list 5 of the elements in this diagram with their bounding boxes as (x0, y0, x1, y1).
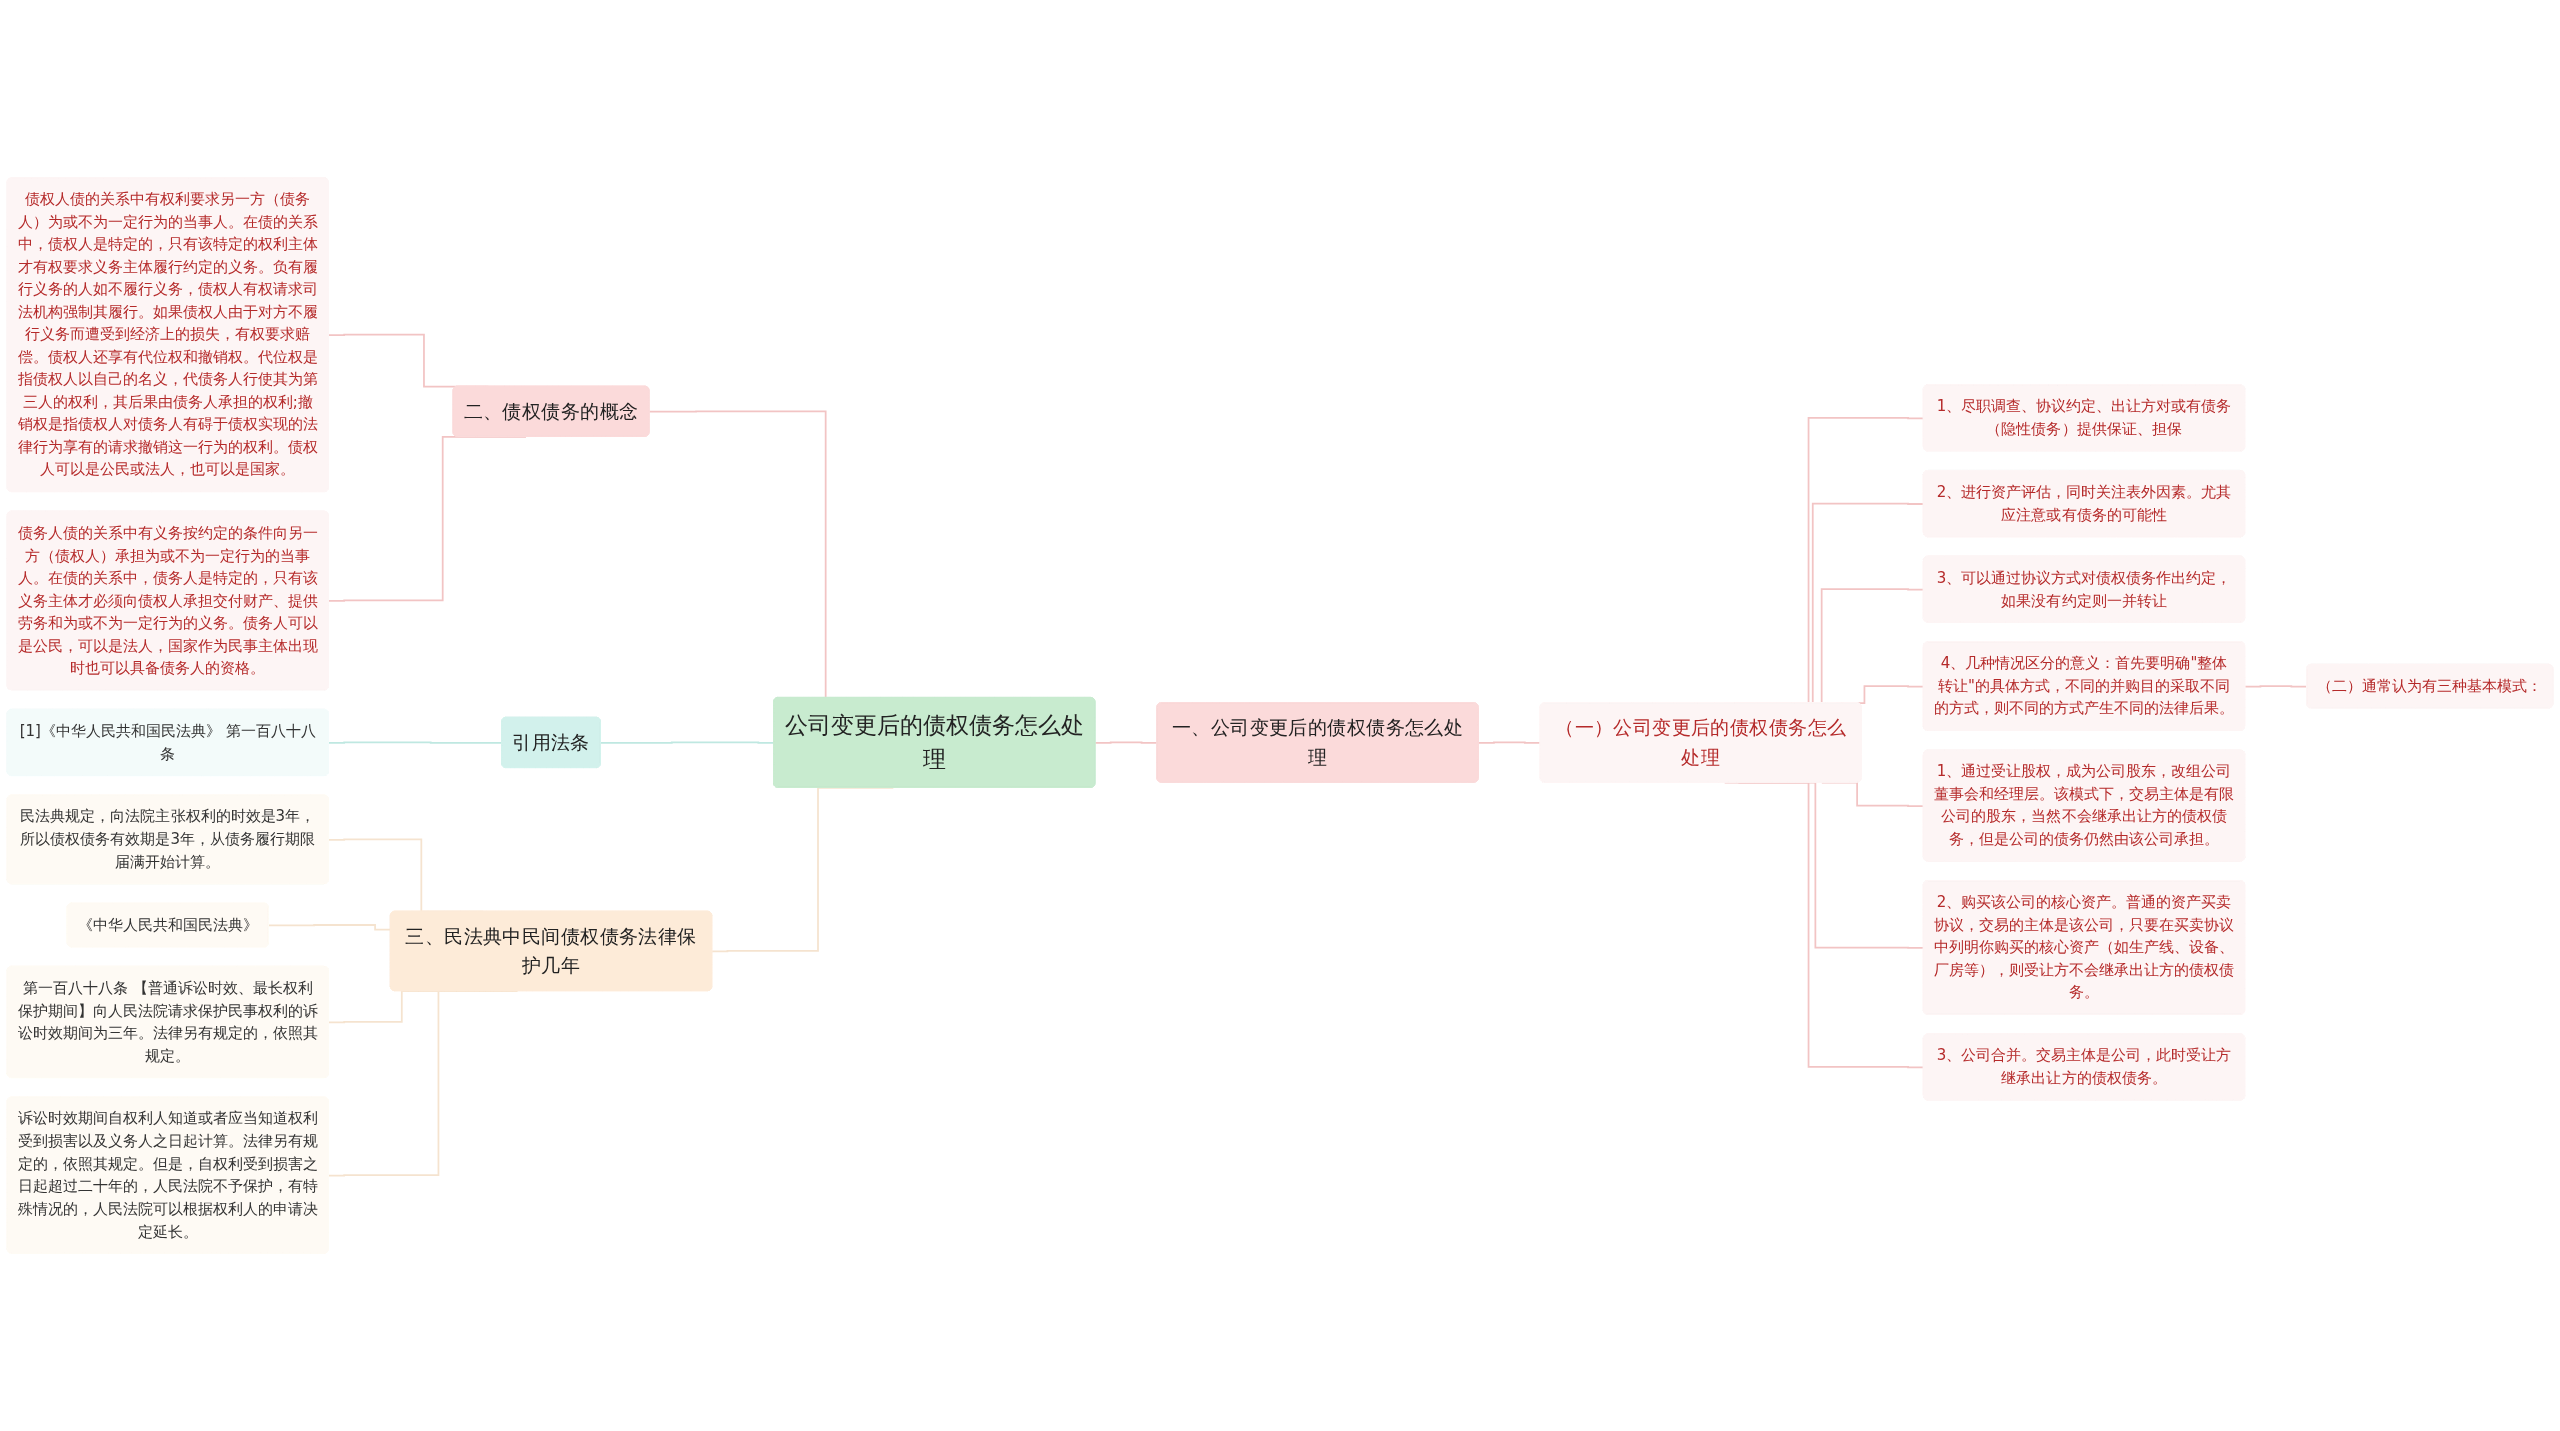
connector (328, 741, 503, 744)
connector (2244, 685, 2308, 688)
connector (600, 741, 775, 744)
connector (1477, 741, 1542, 744)
connector (268, 924, 392, 931)
